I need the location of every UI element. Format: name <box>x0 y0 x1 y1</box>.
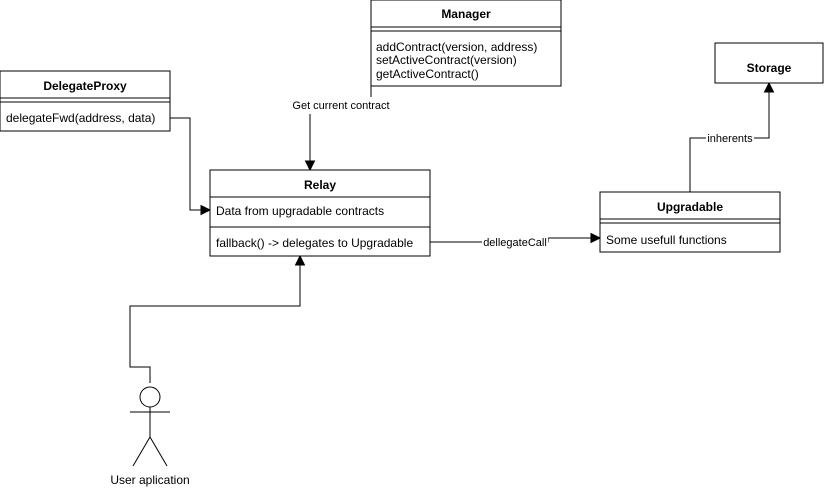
class-relay-method-1: fallback() -> delegates to Upgradable <box>216 236 413 250</box>
class-delegateproxy[interactable]: DelegateProxy delegateFwd(address, data) <box>0 70 171 132</box>
edge-label-inherents: inherents <box>707 133 753 145</box>
class-delegateproxy-method-1: delegateFwd(address, data) <box>6 111 155 125</box>
class-upgradable-method-1: Some usefull functions <box>606 233 727 247</box>
edge-user-to-relay <box>129 254 306 383</box>
edge-upgradable-to-storage: inherents <box>689 81 775 192</box>
edge-label-get-current-contract: Get current contract <box>292 100 389 112</box>
class-relay-attribute-1: Data from upgradable contracts <box>216 204 384 218</box>
edge-manager-to-relay: Get current contract <box>292 97 390 172</box>
class-upgradable-title: Upgradable <box>657 200 723 214</box>
edge-relay-to-upgradable: dellegateCall <box>430 232 602 250</box>
class-manager-title: Manager <box>441 7 491 21</box>
class-upgradable[interactable]: Upgradable Some usefull functions <box>599 191 781 253</box>
edge-label-dellegatecall: dellegateCall <box>483 237 547 249</box>
class-storage-title: Storage <box>747 61 792 75</box>
class-manager-method-2: setActiveContract(version) <box>376 53 517 67</box>
class-relay[interactable]: Relay Data from upgradable contracts fal… <box>209 169 431 257</box>
class-relay-title: Relay <box>304 178 336 192</box>
edge-delegateproxy-to-relay <box>170 117 212 216</box>
class-storage[interactable]: Storage <box>714 42 824 84</box>
stick-figure-icon <box>130 386 170 467</box>
class-manager-method-1: addContract(version, address) <box>376 40 537 54</box>
actor-label: User aplication <box>110 473 189 487</box>
class-manager[interactable]: Manager addContract(version, address) se… <box>370 0 562 87</box>
class-manager-method-3: getActiveContract() <box>376 67 479 81</box>
class-delegateproxy-title: DelegateProxy <box>43 79 127 93</box>
actor-user-application[interactable]: User aplication <box>110 386 190 487</box>
